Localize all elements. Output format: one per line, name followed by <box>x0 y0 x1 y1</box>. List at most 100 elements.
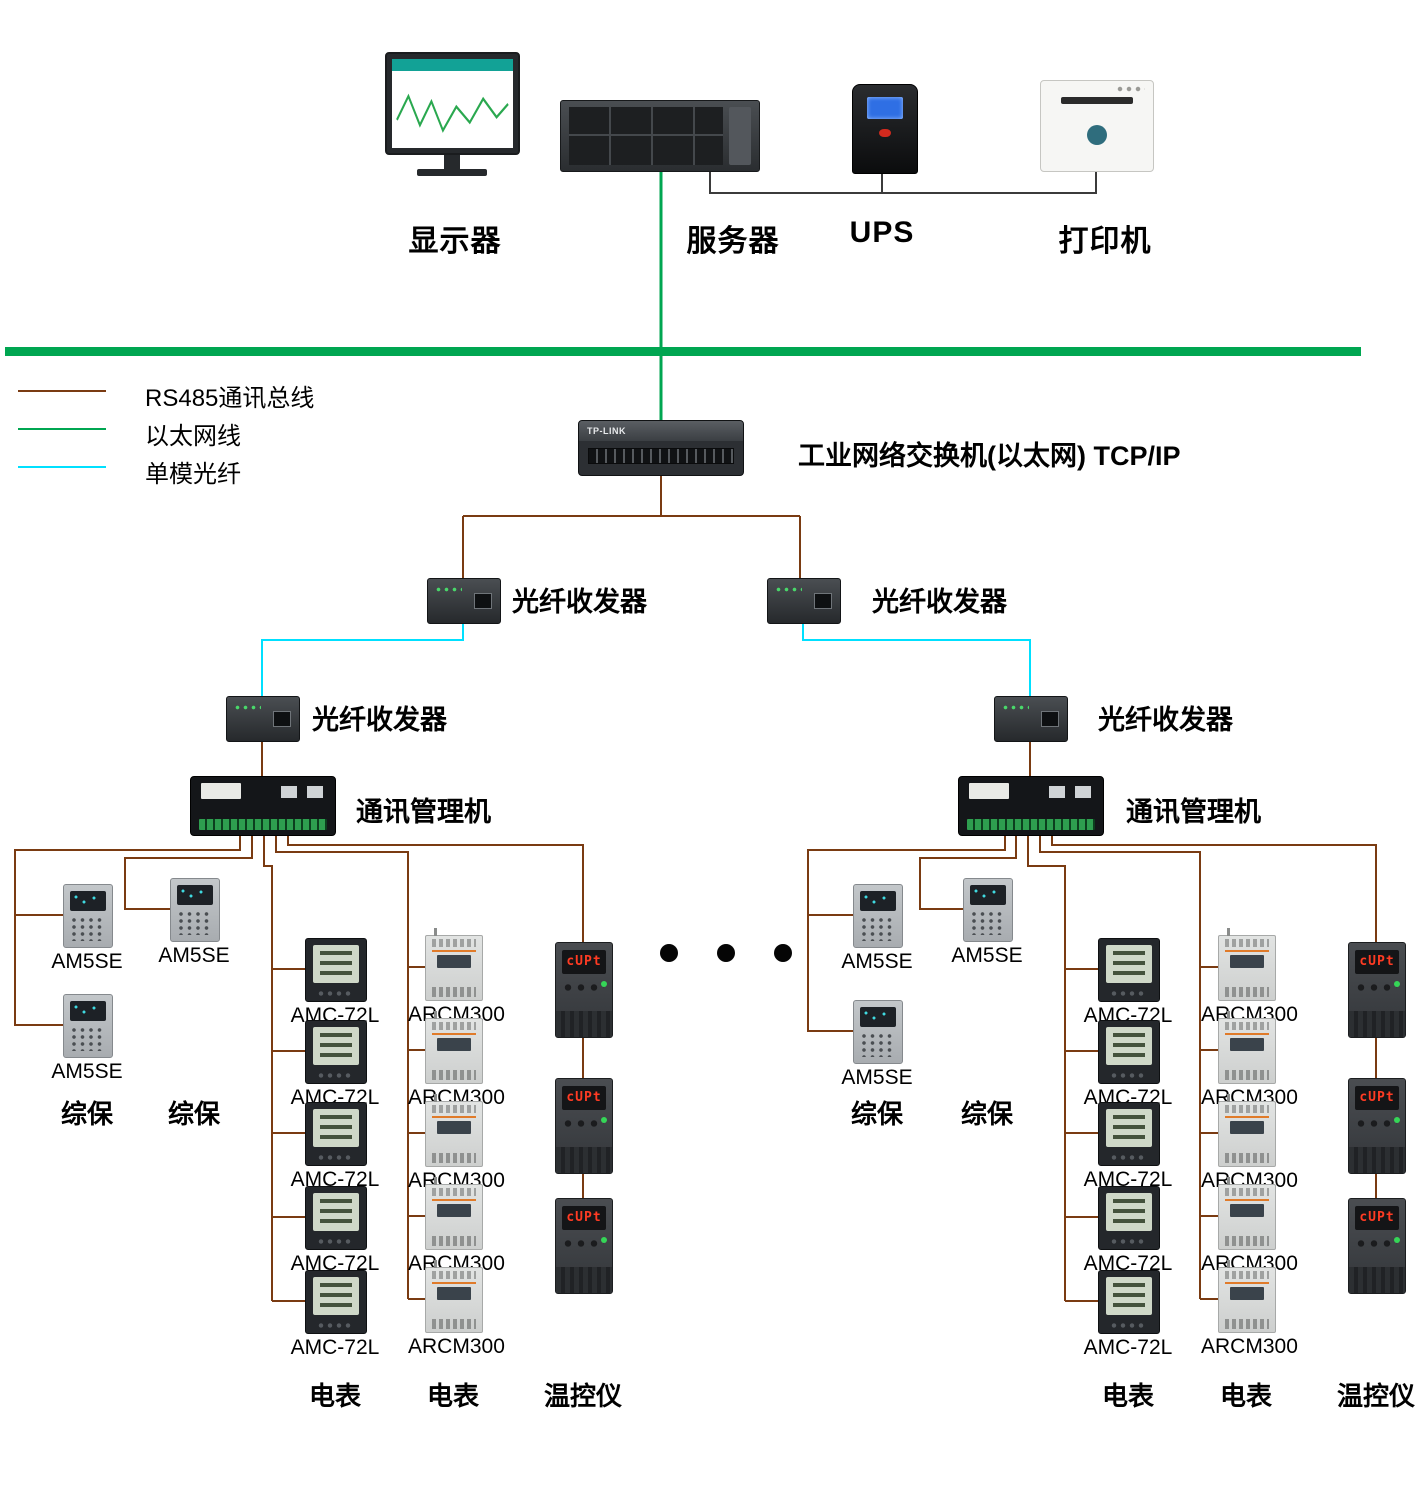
transceiver-label-4: 光纤收发器 <box>1098 705 1233 735</box>
temp-display: cUPt <box>1355 950 1399 974</box>
amc-72l-meter <box>305 1020 367 1084</box>
server-drive-bays <box>569 107 723 165</box>
meter-buttons <box>1111 1238 1147 1245</box>
module-lcd <box>1230 1204 1264 1217</box>
terminals <box>1225 1236 1269 1246</box>
antenna <box>434 1011 437 1019</box>
meter-category-label: 电表 <box>308 1381 361 1411</box>
am5se-relay <box>63 994 113 1058</box>
ellipsis-dot <box>774 944 792 962</box>
meter-lcd <box>1106 1277 1152 1315</box>
module-lcd <box>1230 1121 1264 1134</box>
relay-keypad <box>178 911 212 935</box>
arcm300-monitor <box>1218 1094 1276 1167</box>
ups-label: UPS <box>849 216 915 249</box>
relay-screen <box>70 1001 106 1021</box>
amc-72l-meter <box>1098 1102 1160 1166</box>
temp-controller: cUPt <box>555 942 613 1038</box>
relay-keypad <box>71 917 105 941</box>
rj45-port <box>273 711 291 727</box>
temp-controller: cUPt <box>1348 942 1406 1038</box>
meter-lcd <box>1106 1193 1152 1231</box>
module-lcd <box>1230 955 1264 968</box>
amc-72l-meter <box>305 938 367 1002</box>
temp-buttons <box>1357 1239 1397 1248</box>
am5se-relay <box>963 878 1013 942</box>
temp-controller: cUPt <box>555 1198 613 1294</box>
meter-buttons <box>1111 1322 1147 1329</box>
module-lcd <box>1230 1287 1264 1300</box>
printer-buttons <box>1117 85 1145 93</box>
amc-72l-meter <box>1098 1020 1160 1084</box>
run-led <box>1394 981 1400 987</box>
comm-manager-label-right: 通讯管理机 <box>1126 797 1261 827</box>
terminal-strip <box>199 819 327 830</box>
arcm300-monitor <box>1218 1011 1276 1084</box>
run-led <box>601 1117 607 1123</box>
terminals <box>432 1319 476 1329</box>
amc-72l-meter <box>1098 1186 1160 1250</box>
ethernet-bus-line <box>5 347 1361 356</box>
antenna <box>1227 1094 1230 1102</box>
comm-manager-left <box>190 776 336 836</box>
temp-terminals <box>1349 1267 1405 1293</box>
server-device <box>560 100 760 172</box>
am5se-relay <box>63 884 113 948</box>
antenna <box>434 1260 437 1268</box>
switch-label: 工业网络交换机(以太网) TCP/IP <box>798 441 1181 471</box>
printer-label: 打印机 <box>1058 225 1152 258</box>
amc-72l-meter <box>305 1186 367 1250</box>
am5se-label: AM5SE <box>951 944 1023 967</box>
monitor-label: 显示器 <box>408 225 502 258</box>
am5se-relay <box>170 878 220 942</box>
module-lcd <box>437 1121 471 1134</box>
terminals <box>1225 1188 1269 1196</box>
arcm300-monitor <box>425 1094 483 1167</box>
printer-output-slot <box>1061 97 1133 104</box>
am5se-label: AM5SE <box>158 944 230 967</box>
temp-terminals <box>1349 1011 1405 1037</box>
fiber-transceiver-4 <box>994 696 1068 742</box>
temp-controller: cUPt <box>555 1078 613 1174</box>
amc-label: AMC-72L <box>1083 1336 1173 1359</box>
meter-lcd <box>1106 1109 1152 1147</box>
temp-terminals <box>556 1011 612 1037</box>
arcm-label: ARCM300 <box>408 1335 505 1358</box>
comm-manager-right <box>958 776 1104 836</box>
terminals <box>1225 1105 1269 1113</box>
terminals <box>432 1105 476 1113</box>
relay-screen <box>970 885 1006 905</box>
terminals <box>1225 939 1269 947</box>
temp-buttons <box>1357 983 1397 992</box>
arcm300-monitor <box>425 928 483 1001</box>
temp-buttons <box>564 983 604 992</box>
meter-category-label: 电表 <box>1101 1381 1154 1411</box>
antenna <box>434 1177 437 1185</box>
relay-screen <box>860 891 896 911</box>
terminals <box>432 1153 476 1163</box>
module-lcd <box>1230 1038 1264 1051</box>
relay-keypad <box>971 911 1005 935</box>
amc-72l-meter <box>1098 938 1160 1002</box>
relay-screen <box>177 885 213 905</box>
meter-lcd <box>313 1027 359 1065</box>
relay-screen <box>70 891 106 911</box>
amc-72l-meter <box>305 1102 367 1166</box>
amc-label: AMC-72L <box>290 1168 380 1191</box>
terminal-strip <box>967 819 1095 830</box>
meter-buttons <box>318 1238 354 1245</box>
monitor-chart <box>396 93 509 133</box>
led-indicators <box>1003 705 1029 710</box>
monitor-screen <box>392 59 513 148</box>
ellipsis-dot <box>717 944 735 962</box>
terminals <box>1225 1271 1269 1279</box>
module-lcd <box>437 1204 471 1217</box>
terminals <box>432 1271 476 1279</box>
terminals <box>432 1188 476 1196</box>
arcm300-monitor <box>425 1260 483 1333</box>
run-led <box>1394 1117 1400 1123</box>
terminals <box>432 987 476 997</box>
monitor-app-header <box>392 59 513 71</box>
legend-line-rs485 <box>18 390 106 392</box>
